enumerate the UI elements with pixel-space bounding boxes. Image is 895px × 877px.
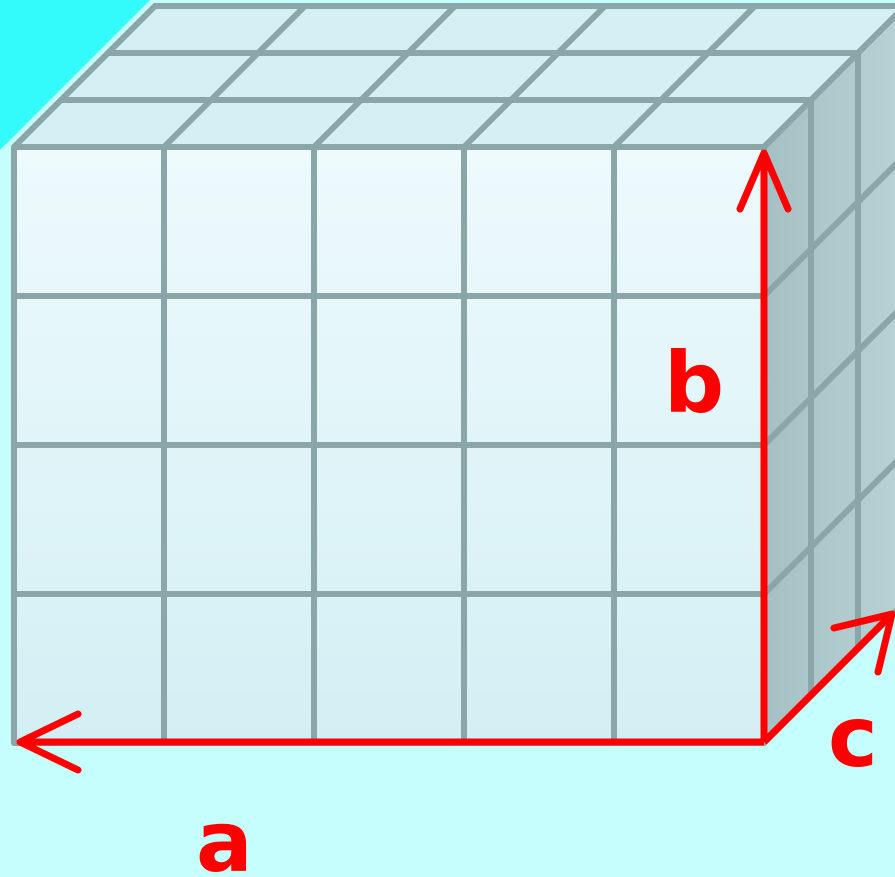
side-depth-line <box>761 458 895 597</box>
side-depth-line <box>761 11 895 150</box>
top-depth-line <box>311 3 458 150</box>
top-face <box>14 6 895 147</box>
arrow-c-head <box>830 610 895 676</box>
label-b: b <box>664 334 724 432</box>
top-depth-line <box>461 3 608 150</box>
side-depth-line <box>761 160 895 299</box>
label-c: c <box>828 688 878 786</box>
side-depth-line <box>761 309 895 448</box>
background-corner-accent <box>0 0 150 150</box>
arrow-a-head <box>16 710 82 774</box>
label-a: a <box>196 793 253 877</box>
prism <box>11 3 895 746</box>
top-depth-line <box>11 3 158 150</box>
top-depth-line <box>161 3 308 150</box>
arrow-b-head <box>736 149 792 213</box>
arrow-c-line <box>761 611 895 745</box>
dimension-arrows <box>16 149 895 774</box>
top-depth-line <box>611 3 758 150</box>
